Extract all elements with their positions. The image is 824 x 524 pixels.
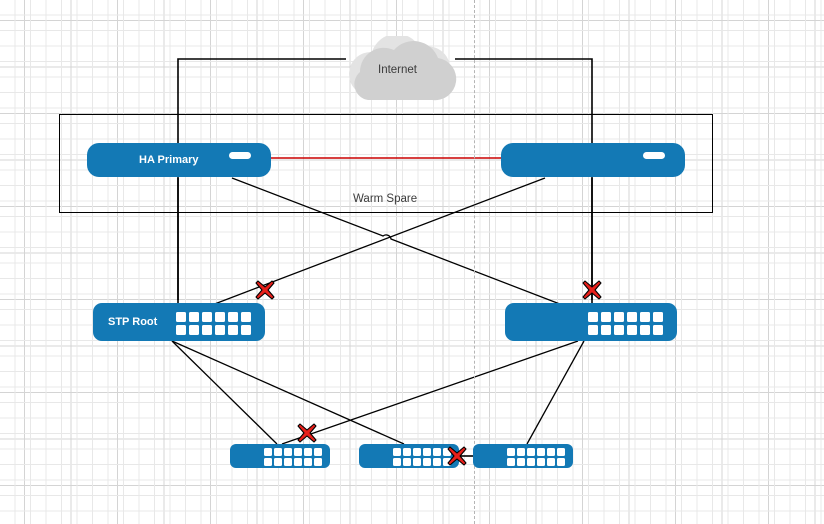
- page-break-line: [474, 0, 475, 524]
- firewall-status-slot-icon: [229, 152, 251, 159]
- link-stp-root-to-access-2[interactable]: [171, 340, 405, 445]
- switch-port: [443, 448, 451, 456]
- switch-port: [433, 458, 441, 466]
- stp-blocked-port-lower-mid[interactable]: [446, 445, 468, 467]
- switch-port: [517, 458, 525, 466]
- switch-stp-root-label: STP Root: [108, 315, 158, 328]
- switch-port: [189, 312, 199, 322]
- switch-port: [393, 448, 401, 456]
- switch-distribution-right[interactable]: [505, 303, 677, 341]
- stp-blocked-port-lower-left[interactable]: [296, 422, 318, 444]
- switch-port-grid-icon: [264, 448, 322, 466]
- firewall-ha-primary-label: HA Primary: [139, 153, 199, 166]
- switch-port: [215, 325, 225, 335]
- switch-port: [588, 312, 598, 322]
- switch-stp-root[interactable]: STP Root: [93, 303, 265, 341]
- link-fw-primary-to-switch-right[interactable]: [231, 177, 566, 307]
- switch-port: [314, 458, 322, 466]
- switch-port: [653, 325, 663, 335]
- x-icon: [255, 280, 275, 300]
- switch-port: [507, 458, 515, 466]
- switch-port: [588, 325, 598, 335]
- internet-cloud-label: Internet: [378, 64, 417, 76]
- switch-port: [403, 458, 411, 466]
- switch-port: [640, 312, 650, 322]
- switch-port: [189, 325, 199, 335]
- switch-port: [614, 312, 624, 322]
- link-stp-root-to-access-1[interactable]: [171, 340, 278, 445]
- switch-port: [547, 448, 555, 456]
- firewall-status-slot-icon: [643, 152, 665, 159]
- switch-port: [284, 458, 292, 466]
- switch-port: [176, 312, 186, 322]
- switch-port: [202, 312, 212, 322]
- switch-port: [264, 448, 272, 456]
- switch-port: [640, 325, 650, 335]
- switch-port: [507, 448, 515, 456]
- x-icon: [447, 446, 467, 466]
- switch-port: [413, 448, 421, 456]
- stp-blocked-port-upper-right[interactable]: [581, 279, 603, 301]
- switch-port: [527, 458, 535, 466]
- x-icon: [297, 423, 317, 443]
- switch-port: [537, 458, 545, 466]
- switch-port: [557, 448, 565, 456]
- link-switch-right-to-access-1[interactable]: [281, 340, 579, 445]
- internet-cloud[interactable]: Internet: [330, 33, 474, 111]
- switch-port: [537, 448, 545, 456]
- switch-access-3[interactable]: [473, 444, 573, 468]
- ha-pair-group-label: Warm Spare: [353, 193, 418, 205]
- switch-port: [304, 448, 312, 456]
- switch-port: [653, 312, 663, 322]
- switch-port: [627, 312, 637, 322]
- firewall-ha-primary[interactable]: HA Primary: [87, 143, 271, 177]
- switch-port: [304, 458, 312, 466]
- switch-port: [413, 458, 421, 466]
- switch-access-1[interactable]: [230, 444, 330, 468]
- stp-blocked-port-upper-left[interactable]: [254, 279, 276, 301]
- switch-port: [314, 448, 322, 456]
- switch-port: [423, 458, 431, 466]
- switch-port: [601, 325, 611, 335]
- switch-port: [614, 325, 624, 335]
- link-switch-right-to-access-3[interactable]: [526, 340, 585, 445]
- switch-port: [202, 325, 212, 335]
- switch-port: [228, 312, 238, 322]
- switch-port: [176, 325, 186, 335]
- switch-port: [601, 312, 611, 322]
- link-fw-spare-to-switch-stp-root[interactable]: [211, 177, 546, 306]
- switch-port: [264, 458, 272, 466]
- x-icon: [582, 280, 602, 300]
- switch-port: [547, 458, 555, 466]
- switch-port: [517, 448, 525, 456]
- switch-port: [393, 458, 401, 466]
- switch-access-2[interactable]: [359, 444, 459, 468]
- firewall-warm-spare[interactable]: [501, 143, 685, 177]
- switch-port: [274, 458, 282, 466]
- switch-port: [294, 448, 302, 456]
- switch-port: [527, 448, 535, 456]
- switch-port: [403, 448, 411, 456]
- switch-port: [241, 312, 251, 322]
- switch-port: [557, 458, 565, 466]
- switch-port: [627, 325, 637, 335]
- switch-port: [241, 325, 251, 335]
- switch-port: [433, 448, 441, 456]
- ha-pair-group-box[interactable]: [59, 114, 713, 213]
- switch-port-grid-icon: [507, 448, 565, 466]
- switch-port-grid-icon: [176, 312, 251, 335]
- switch-port: [294, 458, 302, 466]
- switch-port-grid-icon: [588, 312, 663, 335]
- switch-port: [443, 458, 451, 466]
- switch-port: [423, 448, 431, 456]
- switch-port: [228, 325, 238, 335]
- cloud-front-shape: [354, 41, 457, 101]
- switch-port: [284, 448, 292, 456]
- switch-port: [274, 448, 282, 456]
- switch-port: [215, 312, 225, 322]
- switch-port-grid-icon: [393, 448, 451, 466]
